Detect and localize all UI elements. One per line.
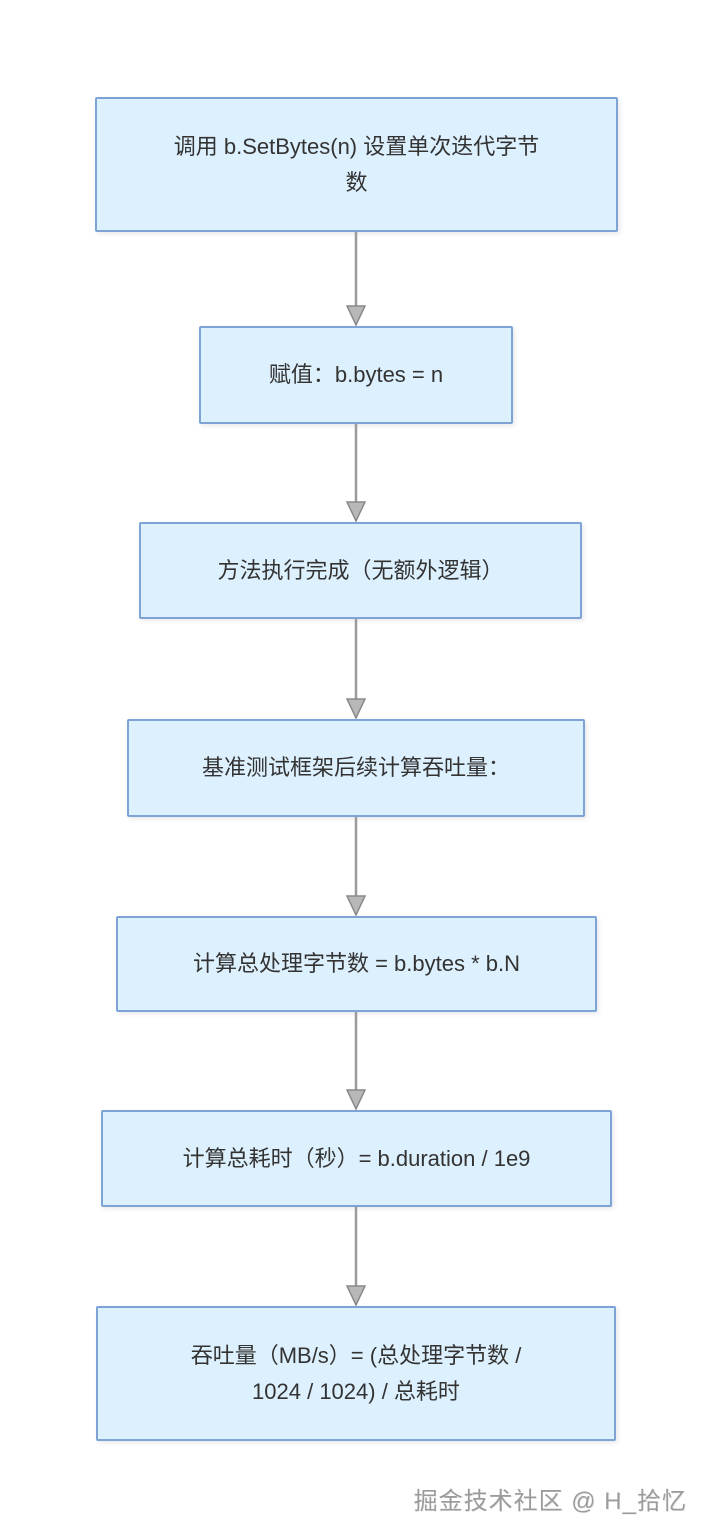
node-label-total-duration: 计算总耗时（秒）= b.duration / 1e9 bbox=[182, 1145, 531, 1171]
node-label-throughput: 吞吐量（MB/s）= (总处理字节数 / 1024 / 1024) / 总耗时 bbox=[190, 1342, 522, 1404]
flow-node-total-duration: 计算总耗时（秒）= b.duration / 1e9 bbox=[101, 1110, 612, 1207]
flow-node-throughput: 吞吐量（MB/s）= (总处理字节数 / 1024 / 1024) / 总耗时 bbox=[96, 1306, 616, 1441]
flow-node-setbytes-call: 调用 b.SetBytes(n) 设置单次迭代字节 数 bbox=[95, 97, 618, 232]
flow-node-assign-bytes: 赋值：b.bytes = n bbox=[199, 326, 513, 424]
node-label-total-bytes: 计算总处理字节数 = b.bytes * b.N bbox=[192, 951, 521, 976]
node-label-assign-bytes: 赋值：b.bytes = n bbox=[268, 362, 444, 387]
down-arrow-icon bbox=[345, 232, 367, 326]
flow-node-total-bytes: 计算总处理字节数 = b.bytes * b.N bbox=[116, 916, 597, 1012]
watermark: 掘金技术社区 @ H_拾忆 bbox=[413, 1488, 687, 1515]
down-arrow-icon bbox=[345, 1207, 367, 1306]
node-label-setbytes-call: 调用 b.SetBytes(n) 设置单次迭代字节 数 bbox=[173, 133, 540, 195]
node-label-method-complete: 方法执行完成（无额外逻辑） bbox=[217, 557, 504, 583]
down-arrow-icon bbox=[345, 424, 367, 522]
node-label-framework-calc: 基准测试框架后续计算吞吐量： bbox=[201, 755, 510, 780]
down-arrow-icon bbox=[345, 619, 367, 719]
flow-node-method-complete: 方法执行完成（无额外逻辑） bbox=[139, 522, 582, 619]
flow-node-framework-calc: 基准测试框架后续计算吞吐量： bbox=[127, 719, 585, 817]
down-arrow-icon bbox=[345, 1012, 367, 1110]
down-arrow-icon bbox=[345, 817, 367, 916]
